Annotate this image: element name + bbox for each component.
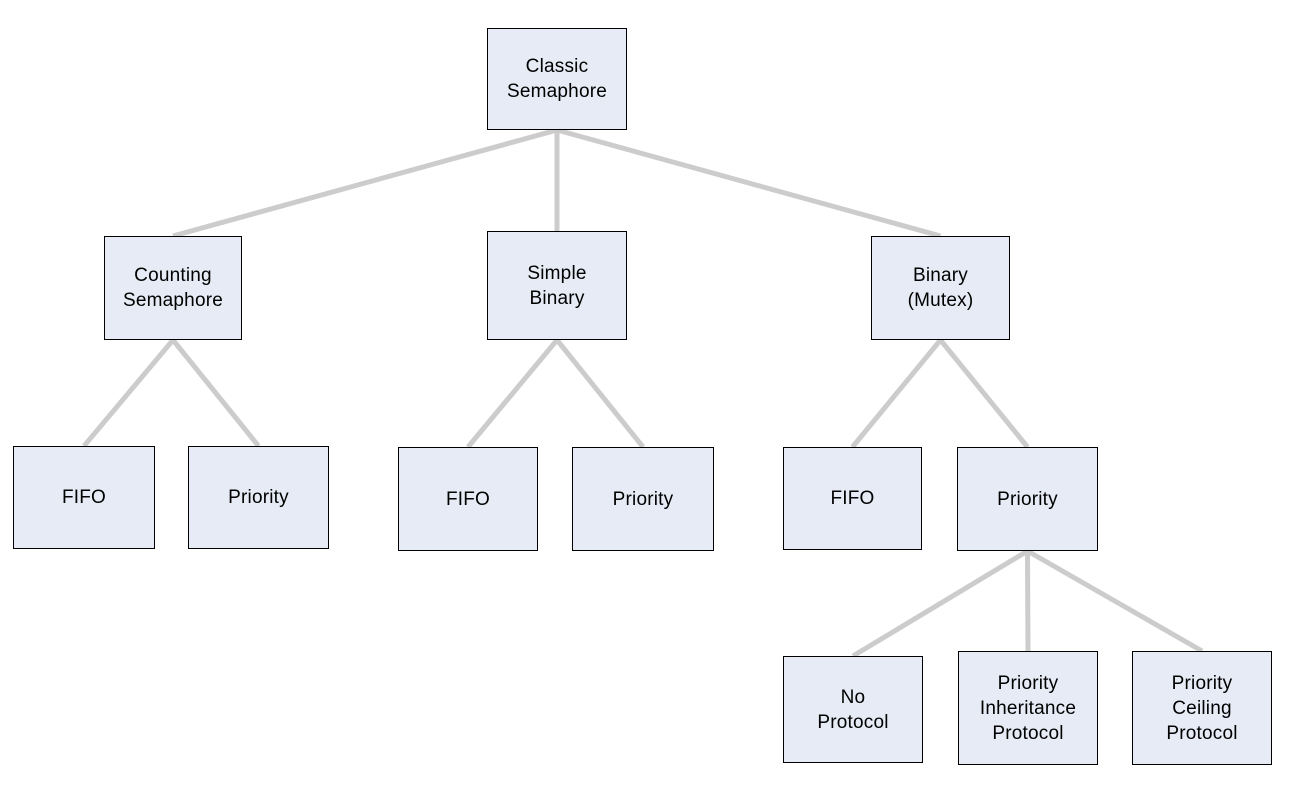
edge-m-prio-to-pcp — [1026, 548, 1204, 654]
edge-mutex-to-m-prio — [938, 338, 1030, 449]
node-s-prio[interactable]: Priority — [572, 447, 714, 551]
node-label-c-fifo: FIFO — [61, 487, 107, 508]
node-label-s-prio: Priority — [612, 488, 674, 510]
node-no-protocol[interactable]: No Protocol — [783, 656, 923, 763]
node-label-s-fifo: FIFO — [445, 488, 491, 510]
node-label-no-protocol: No Protocol — [817, 686, 889, 733]
node-label-counting: Counting Semaphore — [122, 265, 224, 311]
node-m-prio[interactable]: Priority — [957, 447, 1098, 551]
node-label-classic: Classic Semaphore — [506, 56, 608, 102]
node-label-pip: Priority Inheritance Protocol — [979, 672, 1077, 744]
node-c-fifo[interactable]: FIFO — [13, 446, 155, 549]
node-counting[interactable]: Counting Semaphore — [104, 236, 242, 340]
edge-m-prio-to-pip — [1025, 550, 1031, 652]
node-label-pcp: Priority Ceiling Protocol — [1166, 672, 1238, 744]
node-simple[interactable]: Simple Binary — [487, 231, 627, 340]
edge-classic-to-mutex — [556, 127, 942, 239]
node-pcp[interactable]: Priority Ceiling Protocol — [1132, 651, 1272, 765]
node-mutex[interactable]: Binary (Mutex) — [871, 236, 1010, 340]
node-label-m-fifo: FIFO — [830, 488, 875, 509]
node-c-prio[interactable]: Priority — [188, 446, 329, 549]
node-s-fifo[interactable]: FIFO — [398, 447, 538, 551]
edge-m-prio-to-no-protocol — [851, 548, 1029, 659]
edge-counting-to-c-prio — [171, 338, 261, 448]
node-m-fifo[interactable]: FIFO — [783, 447, 922, 550]
edge-simple-to-s-fifo — [466, 338, 559, 449]
edge-simple-to-s-prio — [555, 338, 645, 449]
edge-classic-to-counting — [172, 127, 558, 239]
node-label-mutex: Binary (Mutex) — [907, 265, 974, 311]
edge-counting-to-c-fifo — [82, 338, 175, 448]
node-classic[interactable]: Classic Semaphore — [487, 28, 627, 130]
edge-mutex-to-m-fifo — [850, 338, 943, 449]
node-label-simple: Simple Binary — [527, 262, 587, 309]
node-label-c-prio: Priority — [228, 487, 289, 508]
node-pip[interactable]: Priority Inheritance Protocol — [958, 651, 1098, 765]
node-label-m-prio: Priority — [997, 488, 1058, 510]
